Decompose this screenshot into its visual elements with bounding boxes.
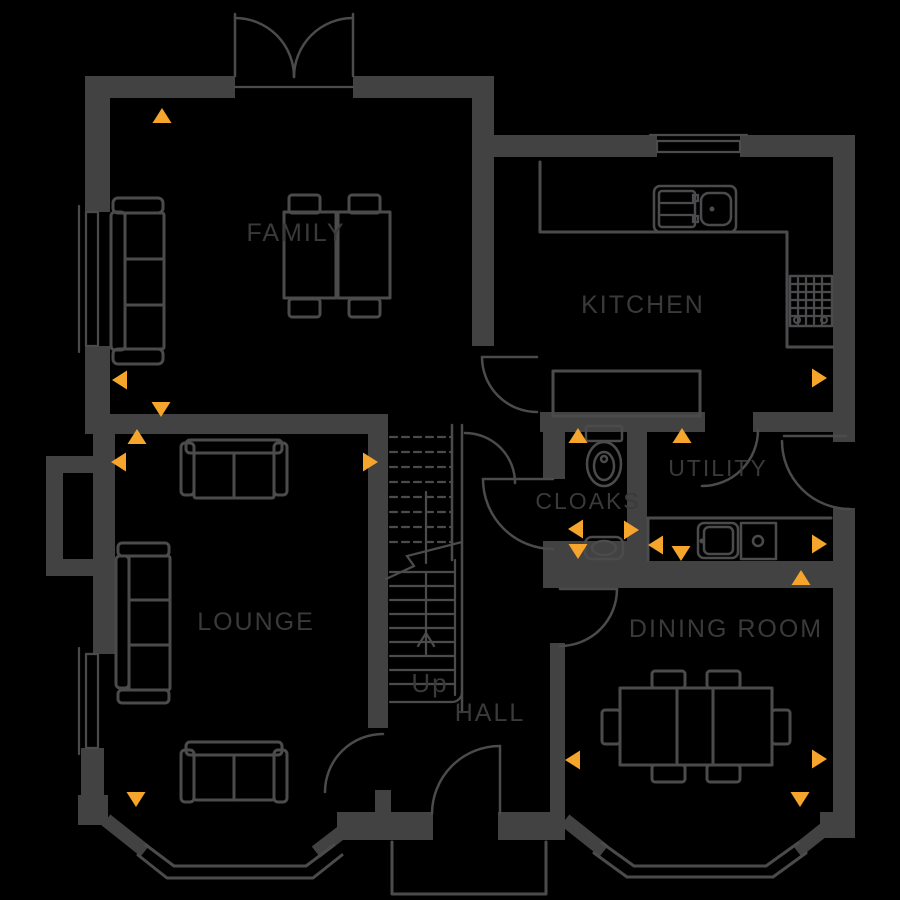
stairs-up-arrow xyxy=(416,490,436,656)
dimension-marker-up xyxy=(568,428,588,443)
utility-external-door xyxy=(780,434,852,511)
room-label-up: Up xyxy=(411,668,448,698)
dimension-markers xyxy=(111,108,827,807)
room-label-kitchen: KITCHEN xyxy=(581,291,705,319)
room-labels: FAMILY KITCHEN LOUNGE DINING ROOM CLOAKS UTIL… xyxy=(197,219,823,727)
room-label-utility: UTILITY xyxy=(668,455,768,481)
doors xyxy=(233,12,852,816)
cloaks-door xyxy=(481,477,555,551)
dimension-marker-right xyxy=(812,749,827,769)
room-label-lounge: LOUNGE xyxy=(197,608,315,636)
french-doors xyxy=(233,12,355,89)
kitchen-counter xyxy=(538,160,835,418)
hob-icon xyxy=(788,274,834,328)
fixtures xyxy=(538,160,835,562)
dimension-marker-up xyxy=(672,428,692,443)
dimension-marker-right xyxy=(363,452,378,472)
dimension-marker-left xyxy=(568,519,583,539)
dimension-marker-right xyxy=(624,520,639,540)
dimension-marker-down xyxy=(790,792,810,807)
dining-bay-window xyxy=(560,814,841,879)
basin-icon xyxy=(583,535,625,561)
kitchen-sink-icon xyxy=(652,184,738,234)
understairs-cupboard-door xyxy=(463,431,517,485)
utility-kitchen-door xyxy=(700,428,760,488)
dining-chairs xyxy=(600,669,792,784)
family-sofa xyxy=(109,196,166,366)
lounge-sofa-top xyxy=(179,438,289,500)
dimension-marker-right xyxy=(812,368,827,388)
dining-door xyxy=(558,587,619,648)
dimension-marker-up xyxy=(791,570,811,585)
washing-machine-icon xyxy=(739,521,778,561)
windows xyxy=(77,133,749,756)
family-window xyxy=(77,204,100,354)
lounge-door xyxy=(323,732,385,794)
dimension-marker-down xyxy=(671,546,691,561)
stairs-lower-treads xyxy=(388,558,464,704)
dimension-marker-left xyxy=(111,452,126,472)
kitchen-window xyxy=(648,133,749,154)
dimension-marker-up xyxy=(127,429,147,444)
lounge-bay-window xyxy=(101,814,360,880)
porch xyxy=(390,840,548,896)
room-label-family: FAMILY xyxy=(246,219,345,247)
dimension-marker-down xyxy=(568,544,588,559)
dimension-marker-down xyxy=(151,402,171,417)
stairs xyxy=(384,423,464,714)
lounge-sofa-bottom xyxy=(179,740,289,804)
bay-windows xyxy=(101,814,841,896)
dimension-marker-left xyxy=(112,370,127,390)
room-label-dining-room: DINING ROOM xyxy=(629,615,823,643)
utility-sink-icon xyxy=(696,521,740,560)
dimension-marker-up xyxy=(152,108,172,123)
stairs-break-line xyxy=(384,540,464,581)
wc-icon xyxy=(584,424,624,488)
lounge-sofa-left xyxy=(114,541,172,705)
lounge-window xyxy=(77,646,100,756)
family-chairs xyxy=(287,193,382,319)
dimension-marker-left xyxy=(648,535,663,555)
utility-counter xyxy=(646,516,833,562)
dimension-marker-left xyxy=(565,750,580,770)
room-label-cloaks: CLOAKS xyxy=(535,488,640,514)
stairs-upper-treads xyxy=(388,435,454,544)
dining-table xyxy=(618,686,774,767)
dimension-marker-down xyxy=(126,792,146,807)
room-label-hall: HALL xyxy=(455,699,526,727)
furniture xyxy=(109,193,792,804)
kitchen-hall-door xyxy=(480,355,539,414)
front-door xyxy=(430,744,502,816)
dimension-marker-right xyxy=(812,534,827,554)
